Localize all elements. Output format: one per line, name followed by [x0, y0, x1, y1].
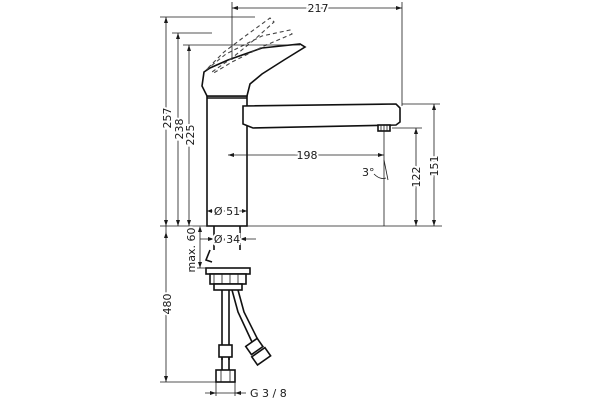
dim-max-60: max. 60 [185, 228, 198, 273]
faucet-lever [201, 43, 307, 97]
faucet-spout [242, 103, 401, 129]
lever-alt-position-1 [207, 17, 275, 73]
faucet-outline [160, 17, 442, 383]
dimension-lines [160, 2, 440, 396]
dimension-labels: 217 257 238 225 198 3° 122 151 Ø 51 Ø 34… [159, 0, 443, 400]
dim-angle: 3° [362, 166, 375, 179]
dim-dia-51: Ø 51 [214, 205, 240, 218]
dim-122: 122 [410, 167, 423, 188]
dim-151: 151 [428, 156, 441, 177]
hose-right-b [237, 289, 259, 341]
dim-257: 257 [161, 108, 174, 129]
dim-thread: G 3 / 8 [250, 387, 287, 400]
mounting-washer [205, 267, 251, 275]
dim-217: 217 [308, 2, 329, 15]
dim-198: 198 [297, 149, 318, 162]
faucet-body [206, 95, 248, 227]
hose-right-a [231, 289, 253, 343]
fixing-bracket [213, 283, 243, 291]
mounting-nut [209, 273, 247, 285]
dim-dia-34: Ø 34 [214, 233, 240, 246]
dim-225: 225 [184, 125, 197, 146]
dim-238: 238 [173, 119, 186, 140]
dim-480: 480 [161, 294, 174, 315]
